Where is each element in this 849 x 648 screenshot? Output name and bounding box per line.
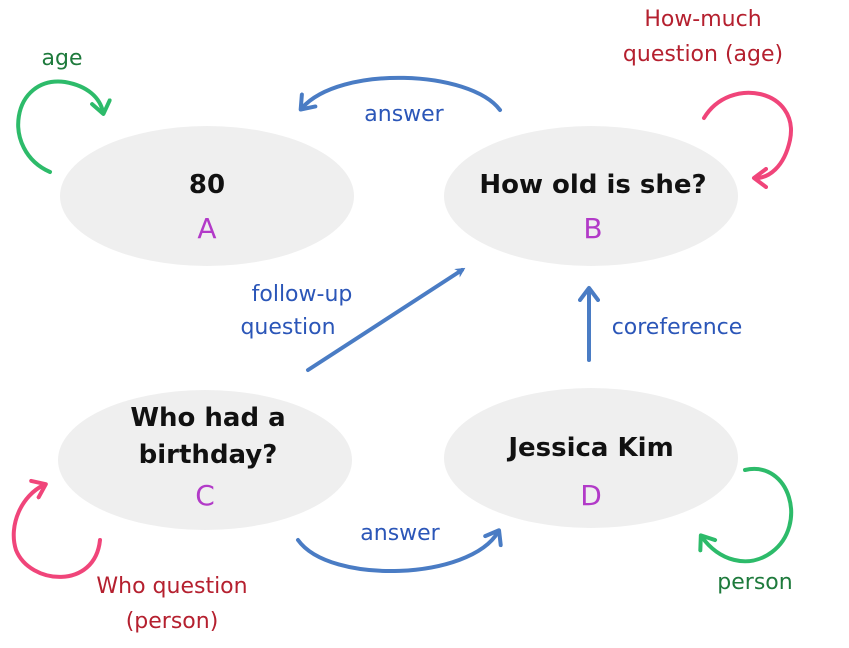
node-b: How old is she? B: [444, 126, 738, 266]
edge-c-to-d-arrow: [296, 528, 503, 573]
node-d-ellipse: [444, 388, 738, 528]
node-b-title: How old is she?: [479, 170, 706, 200]
node-a: 80 A: [60, 126, 354, 266]
node-c-letter: C: [195, 479, 215, 512]
edge-b-to-a-arrow: [298, 75, 502, 112]
loop-d-arrow: [698, 466, 794, 564]
loop-c-label-line1: Who question: [96, 574, 247, 599]
node-a-title: 80: [189, 170, 225, 200]
node-c-title-line1: Who had a: [130, 403, 285, 433]
node-a-ellipse: [60, 126, 354, 266]
edge-c-to-b-arrow: [306, 267, 466, 372]
edge-b-to-a-label: answer: [364, 102, 444, 127]
edge-c-to-d-label: answer: [360, 521, 440, 546]
node-c-ellipse: [58, 390, 352, 530]
edge-c-to-b-label-line1: follow-up: [252, 282, 353, 307]
node-d-letter: D: [580, 479, 602, 512]
loop-c-label-line2: (person): [126, 609, 219, 634]
node-a-letter: A: [197, 212, 216, 245]
loop-d-label: person: [717, 570, 792, 595]
loop-b-label-line1: How-much: [644, 7, 761, 32]
node-b-letter: B: [583, 212, 602, 245]
loop-a-arrow: [16, 79, 112, 174]
node-d-title: Jessica Kim: [506, 433, 673, 463]
node-d: Jessica Kim D: [444, 388, 738, 528]
node-c-title-line2: birthday?: [139, 440, 278, 470]
node-c: Who had a birthday? C: [58, 390, 352, 530]
loop-c-arrow: [11, 478, 102, 579]
edge-d-to-b-label: coreference: [612, 315, 743, 340]
loop-a-label: age: [42, 46, 83, 71]
loop-b-label-line2: question (age): [623, 42, 783, 67]
edge-c-to-b-label-line2: question: [240, 315, 335, 340]
loop-b-arrow: [702, 90, 793, 189]
node-b-ellipse: [444, 126, 738, 266]
